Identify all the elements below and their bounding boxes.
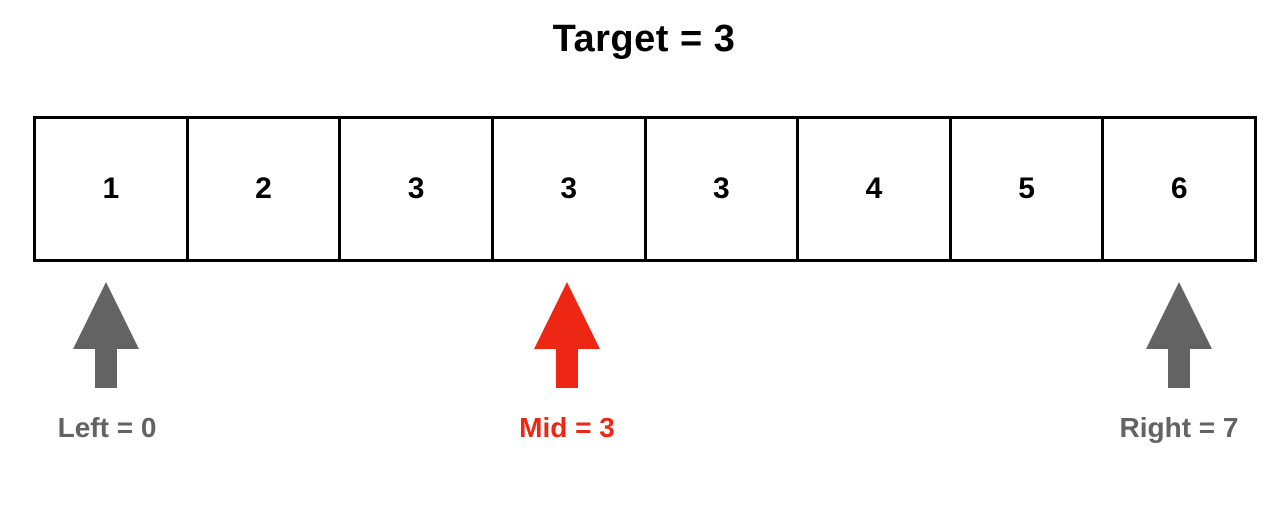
right-pointer-label: Right = 7 bbox=[1119, 412, 1239, 443]
diagram-title: Target = 3 bbox=[552, 18, 736, 60]
left-pointer-label: Left = 0 bbox=[57, 412, 157, 443]
array-cell-7: 6 bbox=[1170, 172, 1188, 205]
array-cell-2: 3 bbox=[341, 119, 494, 259]
array-cell-1: 2 bbox=[189, 119, 342, 259]
mid-pointer-arrow-icon bbox=[534, 282, 600, 388]
array-cell-4: 3 bbox=[647, 119, 800, 259]
array-cell-0: 1 bbox=[36, 119, 189, 259]
mid-pointer-label: Mid = 3 bbox=[519, 412, 615, 443]
right-pointer-arrow-icon bbox=[1146, 282, 1212, 388]
array-cell-6: 5 bbox=[952, 119, 1105, 259]
array-cell-5: 4 bbox=[799, 119, 952, 259]
array-cell-3: 3 bbox=[494, 119, 647, 259]
left-pointer-arrow-icon bbox=[73, 282, 139, 388]
array-row: 1 2 3 3 3 4 5 6 bbox=[33, 116, 1257, 262]
